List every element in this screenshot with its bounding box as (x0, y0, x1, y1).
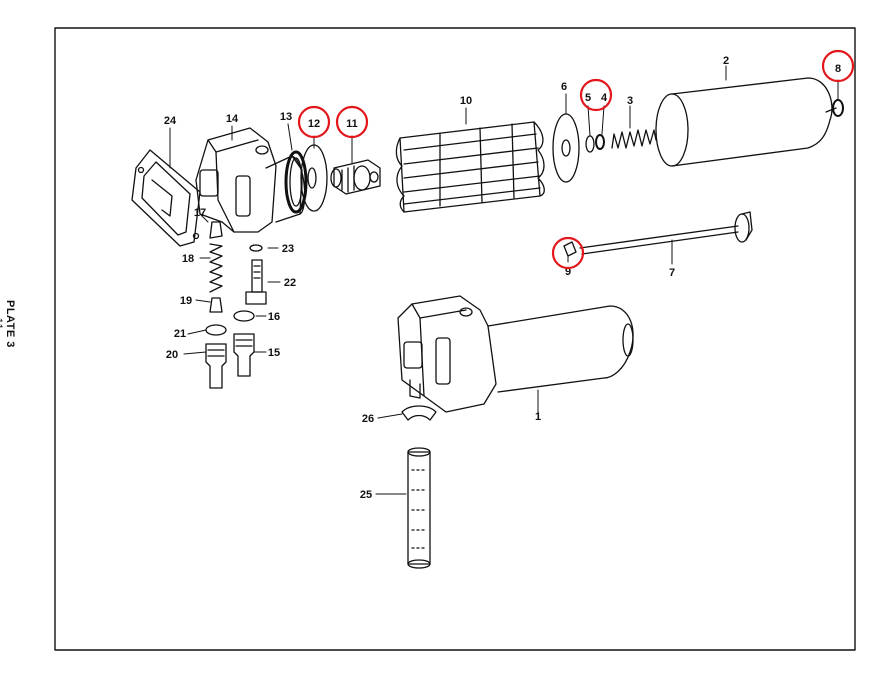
highlight-circle-9 (551, 236, 585, 270)
part-22-bolt (245, 259, 267, 305)
callout-17: 17 (194, 207, 206, 219)
callout-19: 19 (180, 295, 192, 307)
callout-24: 24 (164, 115, 177, 127)
callout-18: 18 (182, 253, 194, 265)
callout-23: 23 (282, 243, 294, 255)
callout-25: 25 (360, 489, 372, 501)
callout-21: 21 (174, 328, 186, 340)
part-5-washer (585, 135, 595, 153)
callout-9: 9 (565, 266, 571, 278)
part-17-valve (209, 221, 223, 239)
part-10-filter-element (395, 121, 545, 213)
part-26-clip (401, 405, 437, 421)
part-16-washer (233, 310, 255, 322)
part-15-plug (233, 333, 255, 377)
part-1-filter-assembly (397, 295, 634, 413)
callout-1: 1 (535, 411, 541, 423)
highlight-circle-12 (297, 105, 331, 139)
callout-2: 2 (723, 55, 729, 67)
part-25-sleeve (407, 447, 431, 569)
callout-3: 3 (627, 95, 633, 107)
highlight-circle-8 (821, 49, 855, 83)
part-13-seal-ring (284, 150, 308, 214)
leader-lines (169, 65, 839, 495)
part-24-gasket (131, 149, 201, 247)
part-11-center-fitting (330, 159, 381, 195)
callout-14: 14 (226, 113, 239, 125)
part-23-washer (249, 244, 263, 252)
part-4-seal (595, 134, 605, 150)
part-7-center-bolt (579, 211, 753, 255)
callout-5: 5 (585, 92, 591, 104)
part-19-plunger (209, 297, 223, 313)
callout-15: 15 (268, 347, 280, 359)
callout-labels: 24 14 13 12 11 10 6 5 4 3 2 8 7 9 17 18 … (164, 55, 841, 501)
part-6-spring-plate (552, 113, 580, 183)
callout-8: 8 (835, 63, 841, 75)
callout-6: 6 (561, 81, 567, 93)
callout-11: 11 (346, 118, 358, 130)
highlight-circles (297, 49, 855, 270)
part-14-filter-head (195, 127, 306, 233)
highlight-circle-11 (335, 105, 369, 139)
plate-frame (54, 27, 856, 651)
callout-16: 16 (268, 311, 280, 323)
highlight-circle-5-4 (579, 78, 613, 112)
callout-10: 10 (460, 95, 472, 107)
callout-26: 26 (362, 413, 374, 425)
part-2-filter-bowl (655, 77, 837, 167)
part-3-spring (611, 129, 657, 149)
part-9-circlip (563, 241, 577, 257)
callout-4: 4 (601, 92, 608, 104)
part-21-washer (205, 324, 227, 336)
callout-13: 13 (280, 111, 292, 123)
callout-12: 12 (308, 118, 320, 130)
callout-22: 22 (284, 277, 296, 289)
callout-20: 20 (166, 349, 178, 361)
callout-7: 7 (669, 267, 675, 279)
part-18-spring (209, 243, 223, 293)
part-20-plug (205, 343, 227, 389)
